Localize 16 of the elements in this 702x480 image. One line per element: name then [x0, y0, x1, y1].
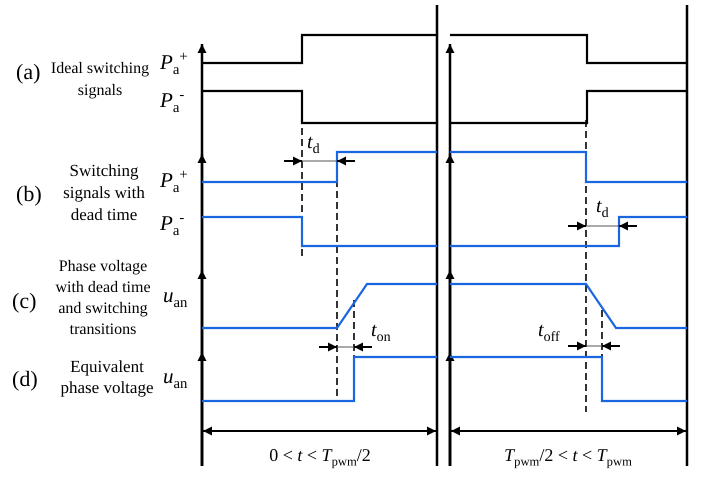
panel-letter: (c) — [12, 287, 36, 315]
signal-name: u$_{an}$ — [163, 282, 188, 314]
interval-label: t$_{off}$ — [538, 318, 560, 347]
interval-label: t$_{d}$ — [307, 130, 320, 159]
interval-label: t$_{d}$ — [596, 194, 609, 223]
interval-label: t$_{on}$ — [371, 318, 391, 347]
panel-description: Phase voltage with dead time and switching transitions — [54, 257, 152, 340]
panel-letter: (a) — [16, 58, 40, 86]
panel-description: Switching signals with dead time — [62, 160, 146, 226]
panel-description: Equivalent phase voltage — [60, 356, 154, 398]
signal-name: u$_{an}$ — [163, 363, 188, 394]
interval-label: 0 < t < T$_{pwm}$/2 — [269, 444, 371, 471]
panel-letter: (d) — [12, 365, 38, 393]
panel-letter: (b) — [16, 180, 42, 208]
panel-description: Ideal switching signals — [50, 59, 150, 101]
interval-label: T$_{pwm}$/2 < t < T$_{pwm}$ — [504, 444, 632, 471]
